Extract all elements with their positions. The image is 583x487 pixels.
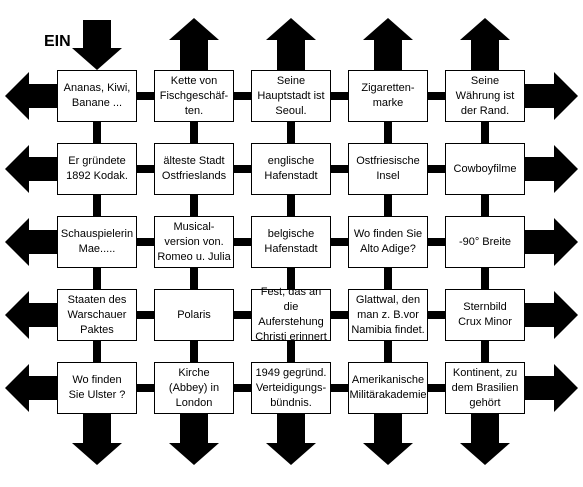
arrow-right-icon <box>525 291 578 339</box>
h-connector <box>331 165 348 173</box>
arrow-up-icon <box>460 18 510 70</box>
clue-cell: Staaten des Warschauer Paktes <box>57 289 137 341</box>
entry-label: EIN <box>44 33 71 50</box>
clue-cell: Sternbild Crux Minor <box>445 289 525 341</box>
h-connector <box>428 165 445 173</box>
arrow-left-icon <box>5 218 57 266</box>
v-connector <box>481 341 489 362</box>
clue-cell: Polaris <box>154 289 234 341</box>
v-connector <box>384 341 392 362</box>
arrow-left-icon <box>5 291 57 339</box>
arrow-right-icon <box>525 145 578 193</box>
v-connector <box>93 341 101 362</box>
h-connector <box>428 238 445 246</box>
clue-cell: Musical- version von. Romeo u. Julia <box>154 216 234 268</box>
arrow-up-icon <box>266 18 316 70</box>
v-connector <box>287 122 295 143</box>
h-connector <box>137 384 154 392</box>
h-connector <box>234 165 251 173</box>
arrow-down-icon <box>460 414 510 465</box>
v-connector <box>93 268 101 289</box>
clue-cell: Kontinent, zu dem Brasilien gehört <box>445 362 525 414</box>
arrow-right-icon <box>525 364 578 412</box>
v-connector <box>287 268 295 289</box>
clue-cell: Glattwal, den man z. B.vor Namibia finde… <box>348 289 428 341</box>
v-connector <box>287 341 295 362</box>
arrow-right-icon <box>525 218 578 266</box>
h-connector <box>234 384 251 392</box>
clue-cell: Amerikanische Militärakademie <box>348 362 428 414</box>
clue-cell: Schauspielerin Mae..... <box>57 216 137 268</box>
v-connector <box>93 195 101 216</box>
h-connector <box>137 165 154 173</box>
clue-cell: Wo finden Sie Alto Adige? <box>348 216 428 268</box>
v-connector <box>93 122 101 143</box>
clue-cell: 1949 gegründ. Verteidigungs- bündnis. <box>251 362 331 414</box>
h-connector <box>428 92 445 100</box>
h-connector <box>331 311 348 319</box>
v-connector <box>384 195 392 216</box>
arrow-left-icon <box>5 364 57 412</box>
clue-cell: Zigaretten- marke <box>348 70 428 122</box>
arrow-left-icon <box>5 145 57 193</box>
v-connector <box>190 341 198 362</box>
clue-cell: Wo finden Sie Ulster ? <box>57 362 137 414</box>
arrow-up-icon <box>169 18 219 70</box>
v-connector <box>287 195 295 216</box>
clue-cell: Kette von Fischgeschäf- ten. <box>154 70 234 122</box>
v-connector <box>481 195 489 216</box>
h-connector <box>234 311 251 319</box>
h-connector <box>137 92 154 100</box>
clue-cell: Ananas, Kiwi, Banane ... <box>57 70 137 122</box>
v-connector <box>384 268 392 289</box>
v-connector <box>190 122 198 143</box>
h-connector <box>331 238 348 246</box>
clue-cell: Kirche (Abbey) in London <box>154 362 234 414</box>
clue-cell: älteste Stadt Ostfrieslands <box>154 143 234 195</box>
h-connector <box>234 238 251 246</box>
clue-cell: Er gründete 1892 Kodak. <box>57 143 137 195</box>
v-connector <box>481 122 489 143</box>
clue-cell: Fest, das an die Auferstehung Christi er… <box>251 286 331 343</box>
h-connector <box>137 311 154 319</box>
clue-cell: -90° Breite <box>445 216 525 268</box>
clue-cell: Seine Währung ist der Rand. <box>445 70 525 122</box>
h-connector <box>331 384 348 392</box>
clue-cell: belgische Hafenstadt <box>251 216 331 268</box>
arrow-down-icon <box>169 414 219 465</box>
clue-cell: Cowboyfilme <box>445 143 525 195</box>
v-connector <box>190 195 198 216</box>
arrow-up-icon <box>363 18 413 70</box>
clue-cell: Ostfriesische Insel <box>348 143 428 195</box>
arrow-left-icon <box>5 72 57 120</box>
entry-arrow-icon <box>72 20 122 70</box>
v-connector <box>190 268 198 289</box>
h-connector <box>137 238 154 246</box>
clue-cell: Seine Hauptstadt ist Seoul. <box>251 70 331 122</box>
arrow-down-icon <box>266 414 316 465</box>
arrow-down-icon <box>72 414 122 465</box>
h-connector <box>331 92 348 100</box>
h-connector <box>234 92 251 100</box>
h-connector <box>428 311 445 319</box>
v-connector <box>481 268 489 289</box>
arrow-down-icon <box>363 414 413 465</box>
h-connector <box>428 384 445 392</box>
arrow-right-icon <box>525 72 578 120</box>
clue-cell: englische Hafenstadt <box>251 143 331 195</box>
v-connector <box>384 122 392 143</box>
